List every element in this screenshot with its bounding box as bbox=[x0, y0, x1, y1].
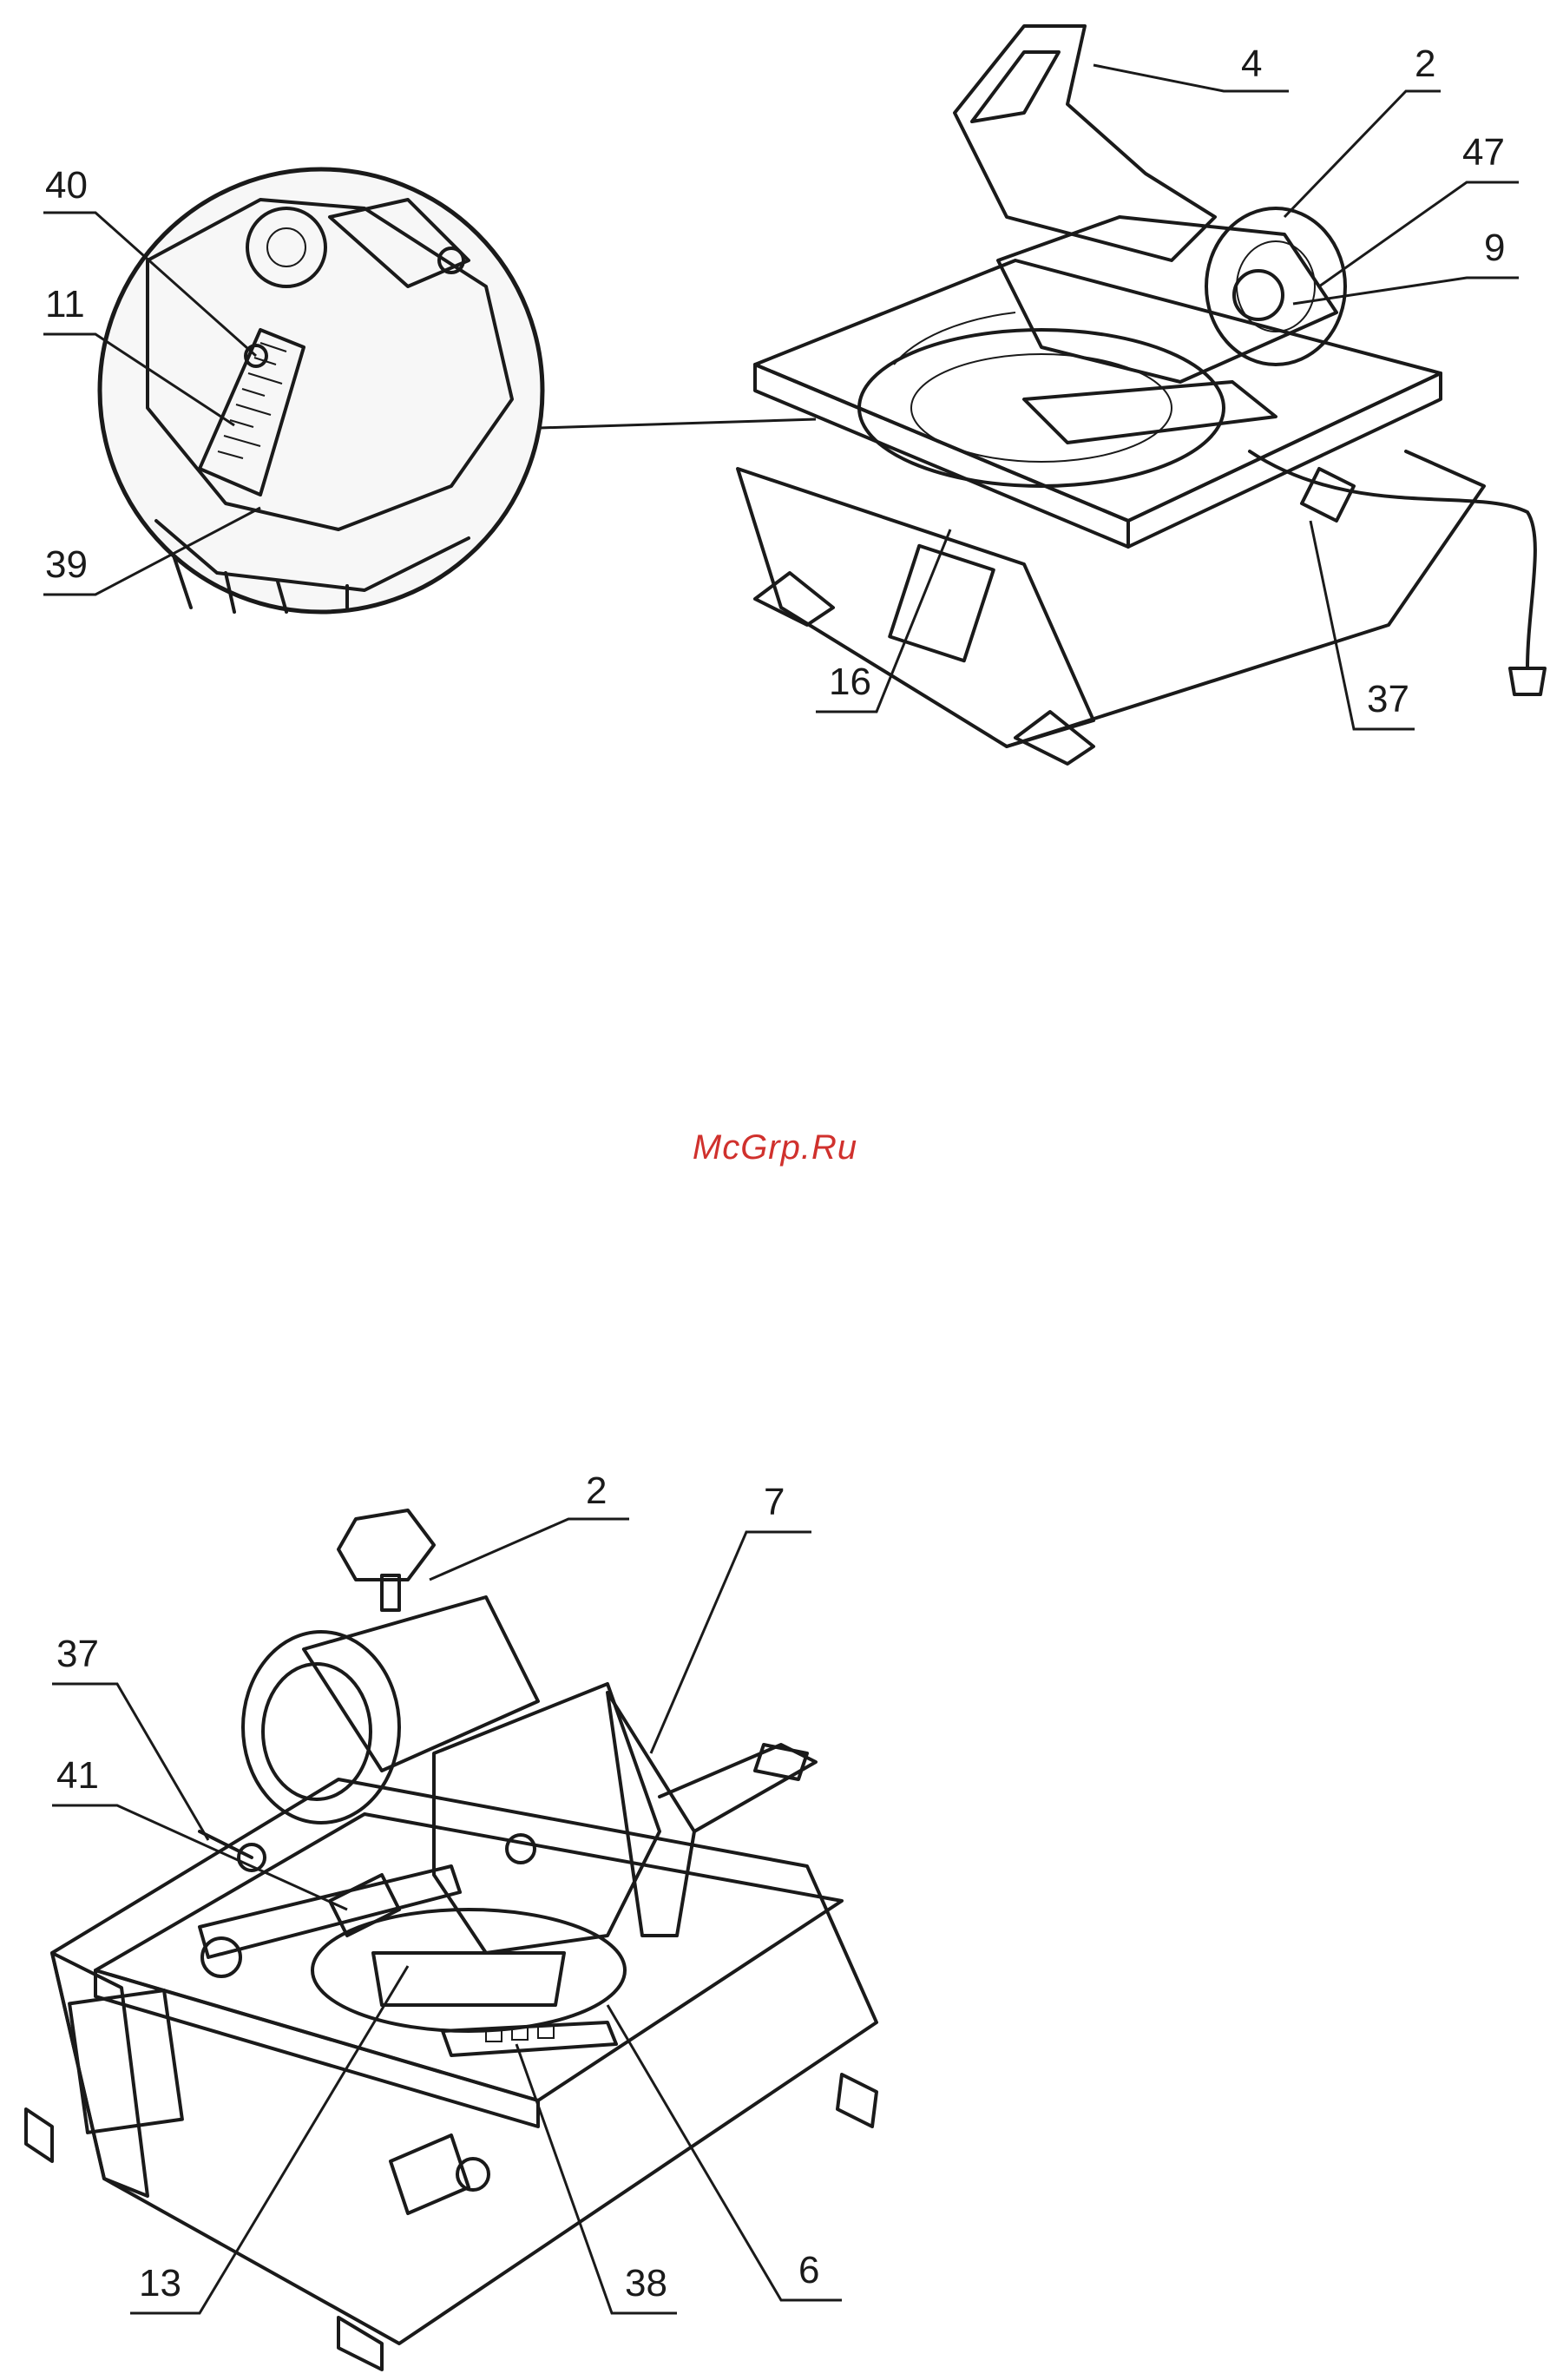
callout-b7: 7 bbox=[651, 1481, 811, 1753]
callout-label-2: 2 bbox=[1415, 43, 1435, 85]
saw-drawing-top: 4 2 47 9 40 11 39 16 bbox=[0, 0, 1550, 807]
callout-label-47: 47 bbox=[1462, 131, 1505, 174]
callout-label-40: 40 bbox=[45, 164, 88, 207]
callout-label-9: 9 bbox=[1484, 227, 1505, 269]
watermark-text: McGrp.Ru bbox=[0, 1128, 1550, 1167]
detail-inset bbox=[100, 169, 542, 612]
callout-b2: 2 bbox=[430, 1469, 629, 1580]
callout-b37: 37 bbox=[52, 1633, 208, 1840]
callout-b-label-41: 41 bbox=[56, 1754, 99, 1797]
callout-b6: 6 bbox=[608, 2005, 842, 2300]
figure-bottom: 2 7 37 41 13 38 6 bbox=[0, 1467, 1550, 2380]
figure-top: 4 2 47 9 40 11 39 16 bbox=[0, 0, 1550, 807]
callout-b-label-2: 2 bbox=[586, 1469, 607, 1512]
callout-b-label-38: 38 bbox=[625, 2262, 667, 2304]
callout-2: 2 bbox=[1284, 43, 1441, 217]
saw-drawing-bottom: 2 7 37 41 13 38 6 bbox=[0, 1467, 1550, 2380]
callout-16: 16 bbox=[816, 529, 950, 712]
callout-label-4: 4 bbox=[1241, 43, 1262, 85]
mitre-saw-top bbox=[738, 26, 1545, 764]
callout-label-16: 16 bbox=[829, 661, 871, 703]
inset-connector-line bbox=[540, 419, 816, 428]
mitre-saw-bottom bbox=[26, 1510, 877, 2370]
callout-label-11: 11 bbox=[45, 283, 85, 325]
callout-9: 9 bbox=[1293, 227, 1519, 304]
callout-37: 37 bbox=[1310, 521, 1415, 729]
callout-b-label-37: 37 bbox=[56, 1633, 99, 1675]
callout-b-label-7: 7 bbox=[764, 1481, 785, 1523]
callout-4: 4 bbox=[1094, 43, 1289, 91]
callout-label-37: 37 bbox=[1367, 678, 1409, 720]
callout-label-39: 39 bbox=[45, 543, 88, 586]
callout-b-label-6: 6 bbox=[798, 2249, 819, 2291]
callout-b-label-13: 13 bbox=[139, 2262, 181, 2304]
